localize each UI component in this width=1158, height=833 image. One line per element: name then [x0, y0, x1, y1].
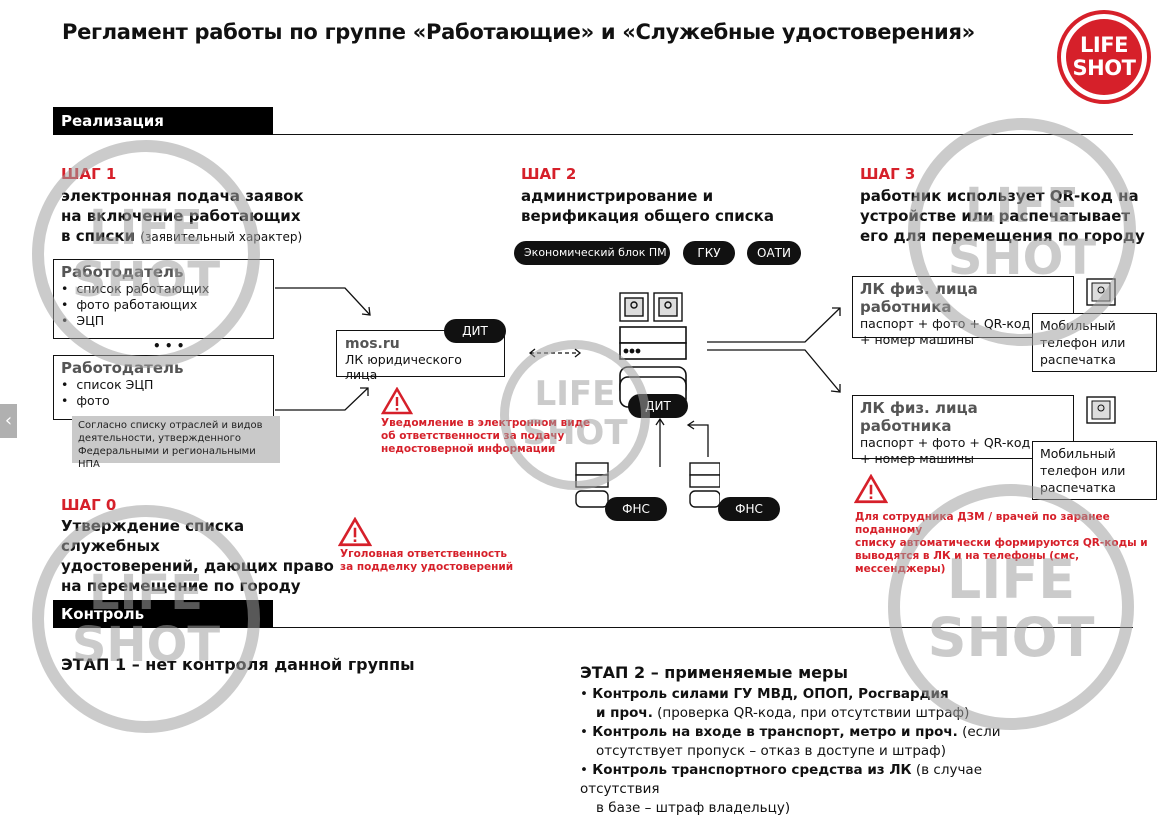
step2-line: верификация общего списка: [521, 207, 774, 225]
watermark-line: LIFE: [946, 548, 1076, 611]
step2-number: ШАГ 2: [521, 165, 577, 183]
list-item: отсутствует пропуск – отказ в доступе и …: [596, 743, 946, 759]
regulation-note: Согласно списку отраслей и видов деятель…: [72, 416, 280, 470]
watermark: LIFE SHOT: [500, 340, 650, 490]
note-line: Согласно списку отраслей и видов: [78, 420, 263, 431]
step0-number: ШАГ 0: [61, 496, 117, 514]
lk-line: + номер машины: [860, 332, 974, 347]
lifeshot-logo: LIFE SHOT: [1057, 10, 1151, 104]
pill-economic-block: Экономический блок ПМ: [514, 241, 670, 265]
fns-badge: ФНС: [718, 497, 780, 521]
pill-oati: ОАТИ: [747, 241, 801, 265]
watermark-line: SHOT: [71, 252, 221, 308]
lk-line: паспорт + фото + QR-код: [860, 435, 1031, 450]
list-item: в базе – штраф владельцу): [596, 800, 791, 816]
measure-bold: Контроль силами ГУ МВД, ОПОП, Росгвардия: [592, 686, 949, 702]
pill-gku: ГКУ: [683, 241, 735, 265]
mosru-title: mos.ru: [345, 336, 400, 352]
warning-icon: [380, 386, 414, 419]
warning-line: за подделку удостоверений: [340, 561, 514, 573]
device-line: распечатка: [1040, 480, 1116, 495]
section-rule: [273, 134, 1133, 135]
step3-number: ШАГ 3: [860, 165, 916, 183]
watermark: LIFE SHOT: [32, 505, 260, 733]
device-line: Мобильный: [1040, 446, 1116, 461]
list-item: • Контроль транспортного средства из ЛК …: [580, 762, 982, 797]
watermark-line: SHOT: [927, 606, 1095, 669]
section-rule: [273, 627, 1133, 628]
id-card-icon: [619, 292, 683, 322]
warning-icon: [853, 473, 889, 508]
watermark-line: SHOT: [947, 230, 1097, 286]
warning-line: Уголовная ответственность: [340, 548, 507, 560]
step2-description: администрирование и верификация общего с…: [521, 186, 801, 226]
list-item: и проч. (проверка QR-кода, при отсутстви…: [580, 704, 1060, 723]
employer-list: список ЭЦП фото: [61, 377, 266, 409]
measure-bold: Контроль транспортного средства из ЛК: [592, 762, 912, 778]
dit-badge: ДИТ: [444, 319, 506, 343]
section-realization: Реализация: [53, 107, 273, 135]
id-card-icon: [1086, 396, 1116, 428]
measure-text: (проверка QR-кода, при отсутствии штраф): [652, 705, 970, 721]
watermark: LIFE SHOT: [32, 140, 260, 368]
list-item: фото: [61, 393, 266, 409]
device-line: распечатка: [1040, 352, 1116, 367]
device-line: телефон или: [1040, 463, 1126, 478]
stage2-title: ЭТАП 2 – применяемые меры: [580, 663, 848, 682]
note-line: деятельности, утвержденного: [78, 433, 241, 444]
measure-text: (в случае отсутствия: [580, 762, 982, 797]
measure-bold: и проч.: [596, 705, 653, 721]
step2-line: администрирование и: [521, 187, 714, 205]
fns-badge: ФНС: [605, 497, 667, 521]
list-item: список ЭЦП: [61, 377, 266, 393]
lk-line: + номер машины: [860, 451, 974, 466]
stage2-measures: • Контроль силами ГУ МВД, ОПОП, Росгвард…: [580, 685, 1060, 818]
chevron-left-icon[interactable]: ‹: [0, 404, 17, 438]
flow-arrows-left: [275, 287, 371, 411]
page-title: Регламент работы по группе «Работающие» …: [62, 20, 975, 44]
watermark-line: LIFE: [534, 374, 616, 414]
note-line: Федеральными и региональными НПА: [78, 446, 256, 470]
watermark: LIFE SHOT: [888, 484, 1134, 730]
lk-title: ЛК физ. лица работника: [860, 399, 978, 435]
device-box-2: Мобильный телефон или распечатка: [1032, 441, 1157, 500]
mosru-subtitle: ЛК юридического лица: [345, 352, 462, 382]
logo-line-1: LIFE: [1080, 33, 1128, 57]
watermark-line: LIFE: [88, 200, 204, 256]
measure-bold: Контроль на входе в транспорт, метро и п…: [592, 724, 958, 740]
flow-arrows-right: [707, 307, 841, 393]
warning-text-forgery: Уголовная ответственность за подделку уд…: [340, 548, 513, 574]
watermark-line: SHOT: [522, 413, 628, 453]
warning-icon: [337, 516, 373, 551]
watermark-line: SHOT: [71, 617, 221, 673]
list-item: • Контроль силами ГУ МВД, ОПОП, Росгвард…: [580, 686, 949, 702]
logo-line-2: SHOT: [1072, 56, 1136, 80]
watermark-line: LIFE: [88, 565, 204, 621]
watermark: LIFE SHOT: [908, 118, 1136, 346]
watermark-line: LIFE: [964, 178, 1080, 234]
